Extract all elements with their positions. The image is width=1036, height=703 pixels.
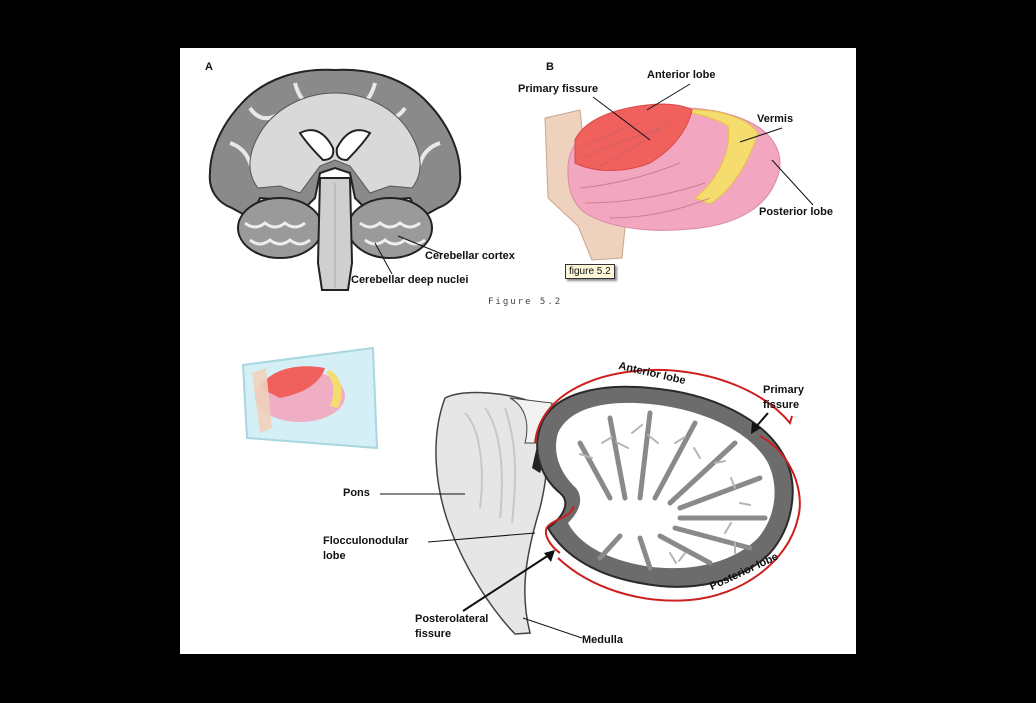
label-primary-c-1: Primary (763, 384, 804, 396)
label-primary-fissure-b: Primary fissure (518, 83, 599, 95)
cerebellum-sagittal (536, 385, 794, 588)
panel-c-illustration (241, 346, 801, 639)
label-flocculonodular-1: Flocculonodular (323, 535, 409, 547)
figure-caption: Figure 5.2 (488, 297, 563, 307)
coronal-brain-section (208, 68, 462, 291)
leader-posterior-lobe-b (771, 159, 814, 206)
label-posterior-lobe-b: Posterior lobe (759, 206, 833, 218)
label-cerebellar-cortex: Cerebellar cortex (425, 250, 515, 262)
label-primary-c-2: fissure (763, 399, 800, 411)
label-vermis: Vermis (757, 113, 794, 125)
panel-b-illustration (544, 83, 814, 261)
label-pons: Pons (343, 487, 370, 499)
panel-a-illustration (208, 68, 462, 291)
pons-brainstem (435, 391, 553, 635)
cerebellum-white-matter (556, 402, 775, 569)
label-posterolateral-2: fissure (415, 628, 452, 640)
vermis-region (679, 109, 759, 205)
leader-posterolateral-fissure (462, 552, 553, 612)
leader-anterior-lobe-b (646, 83, 691, 111)
lateral-ventricles (298, 129, 372, 162)
panel-b-letter: B (546, 61, 554, 73)
leader-medulla (522, 617, 583, 639)
arrowhead-primary-fissure (751, 422, 761, 434)
leader-cerebellar-deep-nuclei (374, 242, 393, 275)
figure-slide: A Cerebellar cortex Cerebellar deep nucl… (180, 48, 856, 654)
figure-tag: figure 5.2 (565, 264, 615, 279)
label-anterior-lobe-b: Anterior lobe (647, 69, 716, 81)
label-posterolateral-1: Posterolateral (415, 613, 489, 625)
leader-vermis (739, 127, 783, 143)
leader-primary-fissure-b (592, 96, 651, 141)
label-medulla: Medulla (582, 634, 623, 646)
label-cerebellar-deep-nuclei: Cerebellar deep nuclei (351, 274, 469, 286)
label-flocculonodular-2: lobe (323, 550, 346, 562)
arrowhead-posterolateral (544, 550, 555, 562)
inset-sagittal-plane (241, 346, 379, 450)
cerebellum-lateral-view (544, 103, 781, 261)
leader-flocculonodular (427, 532, 536, 543)
leader-cerebellar-cortex (397, 235, 443, 255)
lobe-outlines (534, 368, 801, 602)
cerebrum-white-matter (249, 92, 421, 194)
panel-a-letter: A (205, 61, 213, 73)
